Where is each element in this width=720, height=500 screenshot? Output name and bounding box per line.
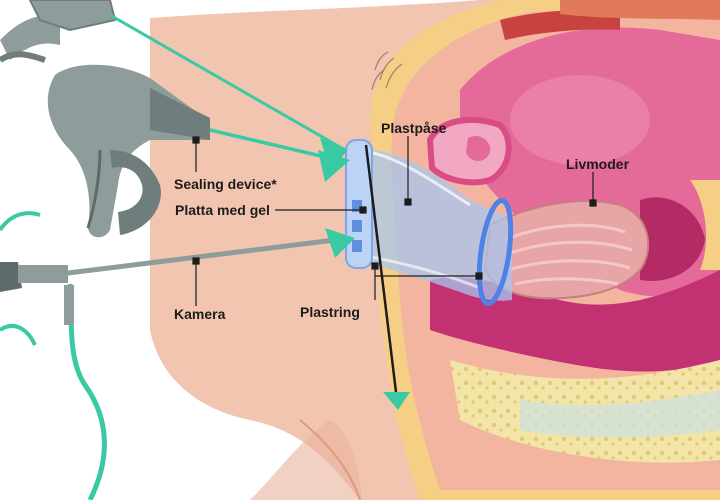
sealing-device	[0, 64, 350, 238]
label-livmoder: Livmoder	[566, 156, 630, 172]
plastic-ring	[476, 197, 514, 307]
upper-instrument	[0, 0, 348, 170]
uterus-shape	[483, 200, 650, 300]
label-kamera: Kamera	[174, 306, 226, 322]
removal-arrow	[364, 144, 410, 410]
label-plastring: Plastring	[300, 304, 360, 320]
label-sealing-device: Sealing device*	[174, 176, 277, 192]
upper-tip-cone	[320, 138, 348, 170]
camera-tip-cone	[325, 228, 355, 258]
label-platta-med-gel: Platta med gel	[175, 202, 270, 218]
sealing-tip-cone	[318, 150, 350, 182]
camera-instrument	[0, 228, 355, 500]
label-plastpase: Plastpåse	[381, 120, 447, 136]
leader-lines	[192, 136, 597, 306]
hair-detail	[371, 51, 403, 91]
arrowhead-icon	[383, 392, 410, 410]
